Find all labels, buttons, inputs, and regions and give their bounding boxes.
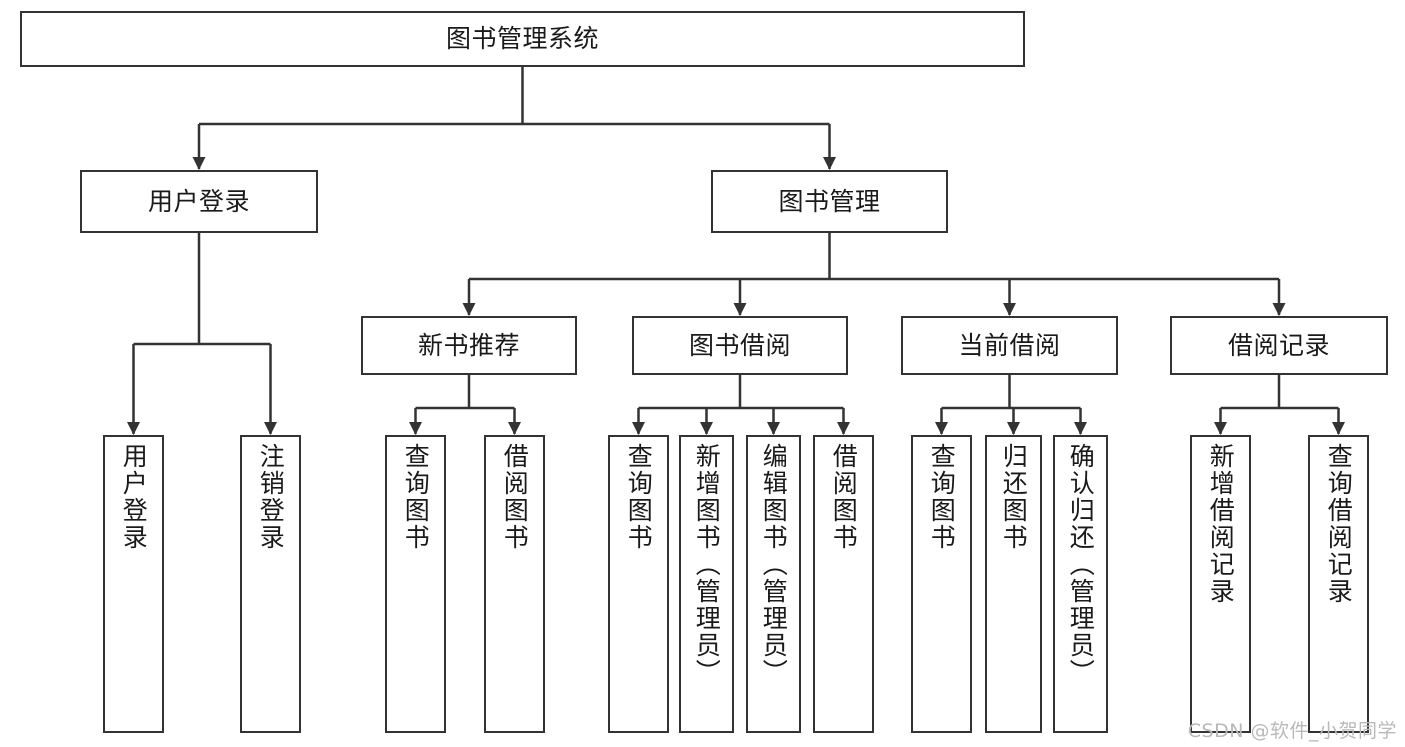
node-leaf-borrow-book-rec[interactable]: 借阅图书	[484, 435, 545, 733]
node-current-borrow[interactable]: 当前借阅	[901, 316, 1118, 375]
node-leaf-query-book-cur-label: 查询图书	[927, 443, 957, 551]
node-book-borrow[interactable]: 图书借阅	[632, 316, 848, 375]
node-leaf-query-book-rec-label: 查询图书	[401, 443, 431, 551]
node-leaf-borrow-book-bor[interactable]: 借阅图书	[813, 435, 874, 733]
node-leaf-borrow-book-bor-label: 借阅图书	[829, 443, 859, 551]
node-leaf-query-book-bor-label: 查询图书	[624, 443, 654, 551]
node-new-book-rec-label: 新书推荐	[417, 330, 520, 360]
node-leaf-query-record-label: 查询借阅记录	[1324, 443, 1354, 605]
node-new-book-rec[interactable]: 新书推荐	[361, 316, 577, 375]
node-leaf-query-record[interactable]: 查询借阅记录	[1308, 435, 1369, 733]
node-leaf-query-book-cur[interactable]: 查询图书	[911, 435, 972, 733]
node-leaf-add-book[interactable]: 新增图书（管理员）	[679, 435, 734, 733]
node-book-borrow-label: 图书借阅	[688, 330, 791, 360]
node-leaf-confirm-return-label: 确认归还（管理员）	[1066, 443, 1096, 686]
node-leaf-add-record-label: 新增借阅记录	[1206, 443, 1236, 605]
node-leaf-return-book[interactable]: 归还图书	[985, 435, 1042, 733]
node-leaf-logout[interactable]: 注销登录	[240, 435, 301, 733]
node-leaf-add-book-label: 新增图书（管理员）	[692, 443, 722, 686]
node-leaf-user-login-label: 用户登录	[119, 443, 149, 551]
node-root[interactable]: 图书管理系统	[20, 11, 1025, 67]
node-book-manage[interactable]: 图书管理	[711, 170, 948, 233]
node-leaf-user-login[interactable]: 用户登录	[103, 435, 164, 733]
node-leaf-confirm-return[interactable]: 确认归还（管理员）	[1053, 435, 1108, 733]
node-user-login[interactable]: 用户登录	[80, 170, 318, 233]
node-leaf-borrow-book-rec-label: 借阅图书	[500, 443, 530, 551]
node-user-login-label: 用户登录	[147, 186, 250, 216]
node-leaf-add-record[interactable]: 新增借阅记录	[1190, 435, 1251, 733]
node-book-manage-label: 图书管理	[778, 186, 881, 216]
node-leaf-edit-book-label: 编辑图书（管理员）	[759, 443, 789, 686]
node-borrow-record[interactable]: 借阅记录	[1170, 316, 1388, 375]
watermark: CSDN @软件_小贺同学	[1187, 720, 1397, 742]
node-leaf-query-book-bor[interactable]: 查询图书	[608, 435, 669, 733]
node-leaf-logout-label: 注销登录	[256, 443, 286, 551]
node-leaf-edit-book[interactable]: 编辑图书（管理员）	[746, 435, 801, 733]
node-borrow-record-label: 借阅记录	[1227, 330, 1330, 360]
node-leaf-return-book-label: 归还图书	[999, 443, 1029, 551]
node-current-borrow-label: 当前借阅	[958, 330, 1061, 360]
node-leaf-query-book-rec[interactable]: 查询图书	[385, 435, 446, 733]
node-root-label: 图书管理系统	[445, 24, 599, 53]
